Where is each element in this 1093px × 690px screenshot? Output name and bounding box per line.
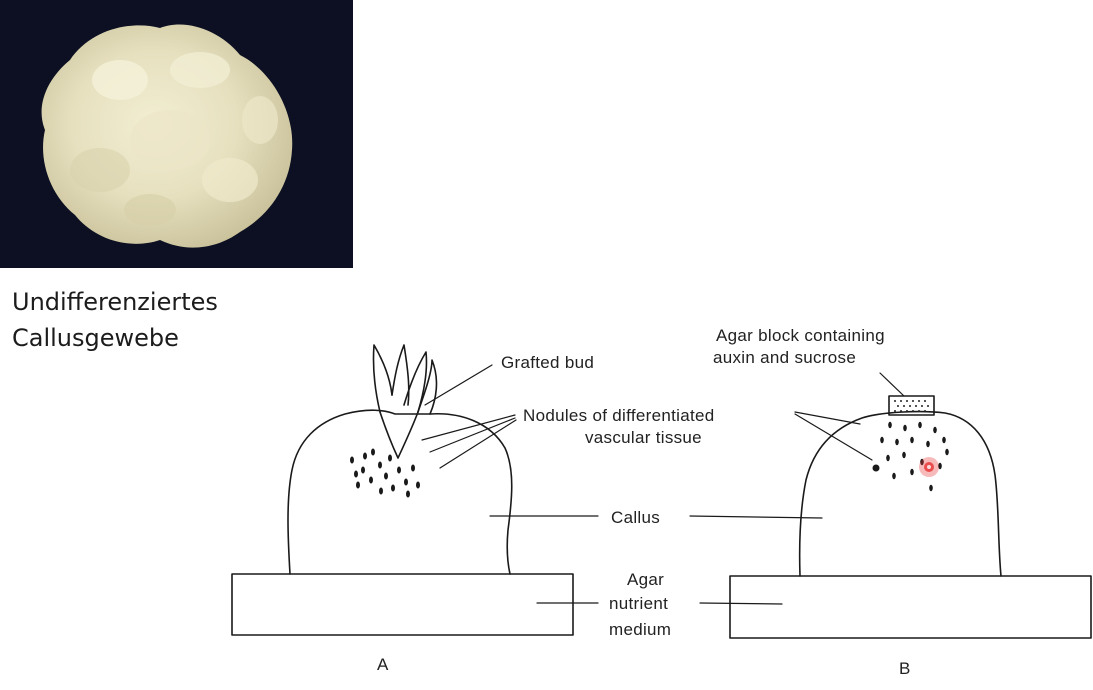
label-nodules-line2: vascular tissue [585, 428, 702, 447]
agar-medium-b [729, 575, 1092, 639]
caption-line-2: Callusgewebe [12, 324, 179, 352]
label-panel-b: B [899, 659, 911, 678]
label-grafted-bud: Grafted bud [501, 353, 594, 372]
label-panel-a: A [377, 655, 389, 674]
label-agar-line1: Agar [627, 570, 664, 589]
caption-line-1: Undifferenziertes [12, 288, 218, 316]
label-nodules-line1: Nodules of differentiated [523, 406, 714, 425]
callus-photo-image [0, 0, 353, 268]
agar-medium-a [231, 573, 574, 636]
label-agar-line2: nutrient [609, 594, 668, 613]
panel-b [729, 395, 1092, 639]
panel-a [231, 344, 574, 636]
label-agar-block-line1: Agar block containing [716, 326, 885, 345]
label-callus: Callus [611, 508, 660, 527]
agar-block-top [888, 395, 935, 416]
photo-caption: Undifferenziertes Callusgewebe [12, 284, 218, 356]
grafted-bud-shape [372, 344, 438, 459]
label-agar-line3: medium [609, 620, 671, 639]
nodules-b [872, 421, 949, 492]
pointer-highlight [919, 457, 939, 477]
label-agar-block-line2: auxin and sucrose [713, 348, 856, 367]
callus-dome-a [287, 409, 513, 575]
leader-lines [421, 364, 905, 605]
nodules-a [350, 448, 420, 498]
callus-dome-b [798, 410, 1002, 577]
callus-photo [0, 0, 353, 268]
